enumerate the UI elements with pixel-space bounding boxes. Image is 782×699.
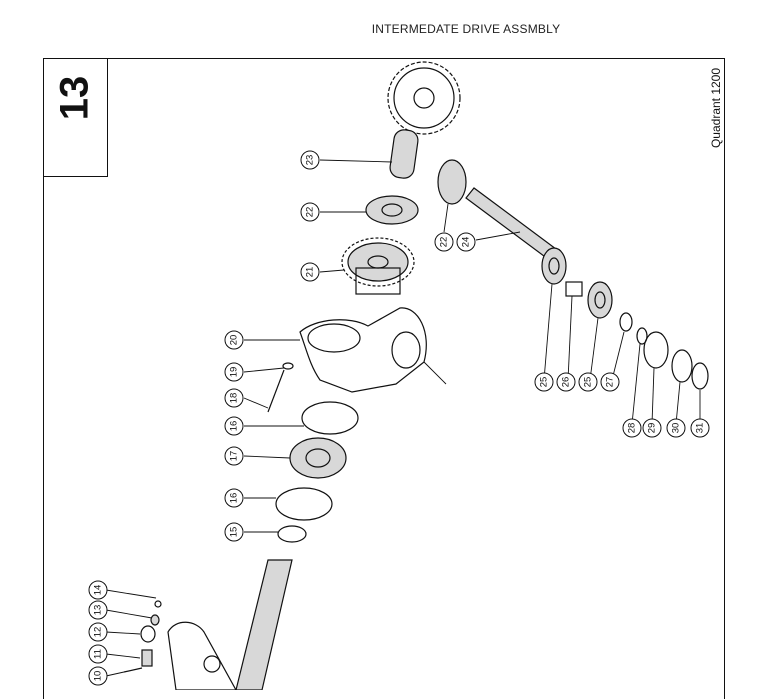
callout-16-upper: 16 bbox=[224, 416, 244, 436]
callout-29: 29 bbox=[642, 418, 662, 438]
svg-text:15: 15 bbox=[229, 527, 240, 538]
lower-shaft-part bbox=[167, 559, 293, 690]
callout-16-lower: 16 bbox=[224, 488, 244, 508]
sprocket-part bbox=[387, 61, 461, 135]
callout-28: 28 bbox=[622, 418, 642, 438]
callout-31: 31 bbox=[690, 418, 710, 438]
svg-text:25: 25 bbox=[539, 377, 550, 388]
callout-30: 30 bbox=[666, 418, 686, 438]
callout-26: 26 bbox=[556, 372, 576, 392]
sleeve-part bbox=[389, 129, 419, 179]
spur-gear-part bbox=[341, 237, 415, 295]
bolt-part bbox=[267, 362, 294, 413]
small-parts bbox=[123, 600, 162, 673]
svg-text:28: 28 bbox=[627, 423, 638, 434]
callout-23: 23 bbox=[300, 150, 320, 170]
sheet-number-box bbox=[43, 58, 108, 177]
page-title: INTERMEDATE DRIVE ASSMBLY bbox=[371, 22, 561, 36]
svg-text:23: 23 bbox=[305, 155, 316, 166]
svg-text:27: 27 bbox=[605, 377, 616, 388]
svg-text:16: 16 bbox=[229, 493, 240, 504]
bevel-pinion-part bbox=[437, 159, 467, 205]
circlip-part bbox=[301, 401, 359, 435]
svg-text:10: 10 bbox=[93, 671, 104, 682]
callout-22-right: 22 bbox=[434, 232, 454, 252]
circlip-lower-part bbox=[275, 487, 333, 521]
svg-text:22: 22 bbox=[305, 207, 316, 218]
callout-19: 19 bbox=[224, 362, 244, 382]
bevel-gear-part bbox=[365, 195, 419, 225]
callout-14: 14 bbox=[88, 580, 108, 600]
right-parts bbox=[541, 247, 709, 390]
svg-text:30: 30 bbox=[671, 423, 682, 434]
drawing-frame bbox=[43, 58, 725, 699]
callout-13: 13 bbox=[88, 600, 108, 620]
svg-text:18: 18 bbox=[229, 393, 240, 404]
callout-25-a: 25 bbox=[534, 372, 554, 392]
callout-21: 21 bbox=[300, 262, 320, 282]
callout-20: 20 bbox=[224, 330, 244, 350]
gear-housing-part bbox=[299, 307, 447, 393]
svg-text:13: 13 bbox=[93, 605, 104, 616]
callout-17: 17 bbox=[224, 446, 244, 466]
callout-22-left: 22 bbox=[300, 202, 320, 222]
svg-text:11: 11 bbox=[93, 649, 104, 659]
callout-10: 10 bbox=[88, 666, 108, 686]
svg-text:14: 14 bbox=[93, 585, 104, 596]
callout-24: 24 bbox=[456, 232, 476, 252]
svg-text:20: 20 bbox=[229, 335, 240, 346]
svg-text:31: 31 bbox=[695, 423, 706, 434]
splined-shaft-part bbox=[465, 187, 561, 263]
callout-25-b: 25 bbox=[578, 372, 598, 392]
svg-text:19: 19 bbox=[229, 367, 240, 378]
leader-lines bbox=[105, 159, 701, 677]
bearing-part bbox=[289, 437, 347, 479]
callout-11: 11 bbox=[88, 644, 108, 664]
callout-27: 27 bbox=[600, 372, 620, 392]
svg-text:21: 21 bbox=[305, 267, 316, 278]
svg-text:17: 17 bbox=[229, 451, 240, 462]
svg-text:22: 22 bbox=[439, 237, 450, 248]
callout-18: 18 bbox=[224, 388, 244, 408]
svg-text:16: 16 bbox=[229, 421, 240, 432]
svg-text:25: 25 bbox=[583, 377, 594, 388]
svg-text:12: 12 bbox=[93, 627, 104, 638]
svg-text:26: 26 bbox=[561, 377, 572, 388]
callout-15: 15 bbox=[224, 522, 244, 542]
svg-text:29: 29 bbox=[647, 423, 658, 434]
svg-text:24: 24 bbox=[461, 237, 472, 248]
ring-part bbox=[277, 525, 307, 543]
callout-12: 12 bbox=[88, 622, 108, 642]
